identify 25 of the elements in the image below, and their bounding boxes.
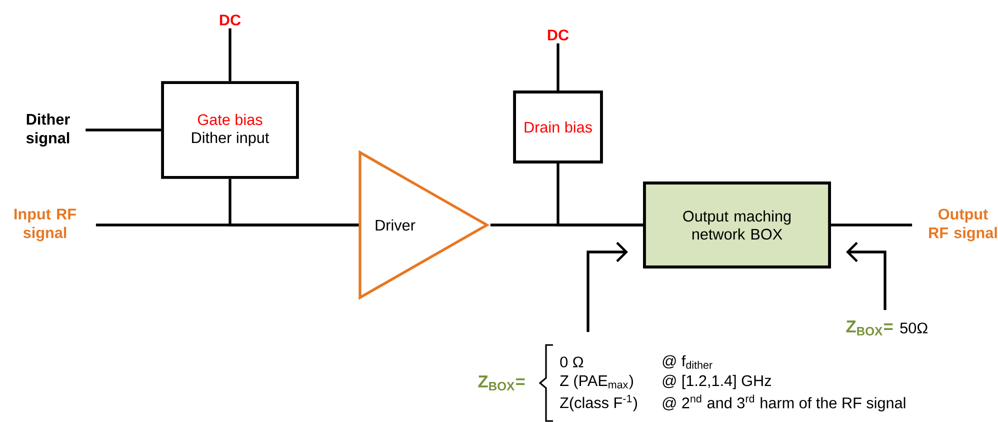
arrow [586,242,628,332]
impedance-value: 50Ω [900,322,928,334]
terminal-label: Dither signal [26,114,70,146]
condition-text: @ 2$^{nd}$ and 3$^{rd}$ harm of the RF signal [662,394,906,412]
impedance-value: 0 Ω [560,356,584,368]
condition-text: @ f$_{dither}$ [662,355,712,369]
arrow [846,242,886,310]
bias-box: Gate bias Dither input [161,81,299,179]
wire [556,43,560,91]
impedance-symbol: Z$_{BOX}$= [478,376,525,391]
terminal-label: DC [220,14,241,26]
impedance-symbol: Z$_{BOX}$= [846,320,893,336]
condition-text: @ [1.2,1.4] GHz [662,374,771,390]
terminal-label: Output RF signal [929,208,997,242]
wire [86,128,162,132]
terminal-label: Input RF signal [14,208,76,242]
wire [228,28,232,82]
wire [556,163,643,226]
matching-network-box: Output maching network BOX [643,182,831,268]
impedance-value: Z (PAE$_{max}$) [560,374,633,390]
impedance-value: Z(class F$^{-1}$) [560,394,637,412]
terminal-label: DC [548,30,569,40]
bias-box: Drain bias [513,90,603,164]
wire [228,178,359,226]
wire [831,224,912,226]
